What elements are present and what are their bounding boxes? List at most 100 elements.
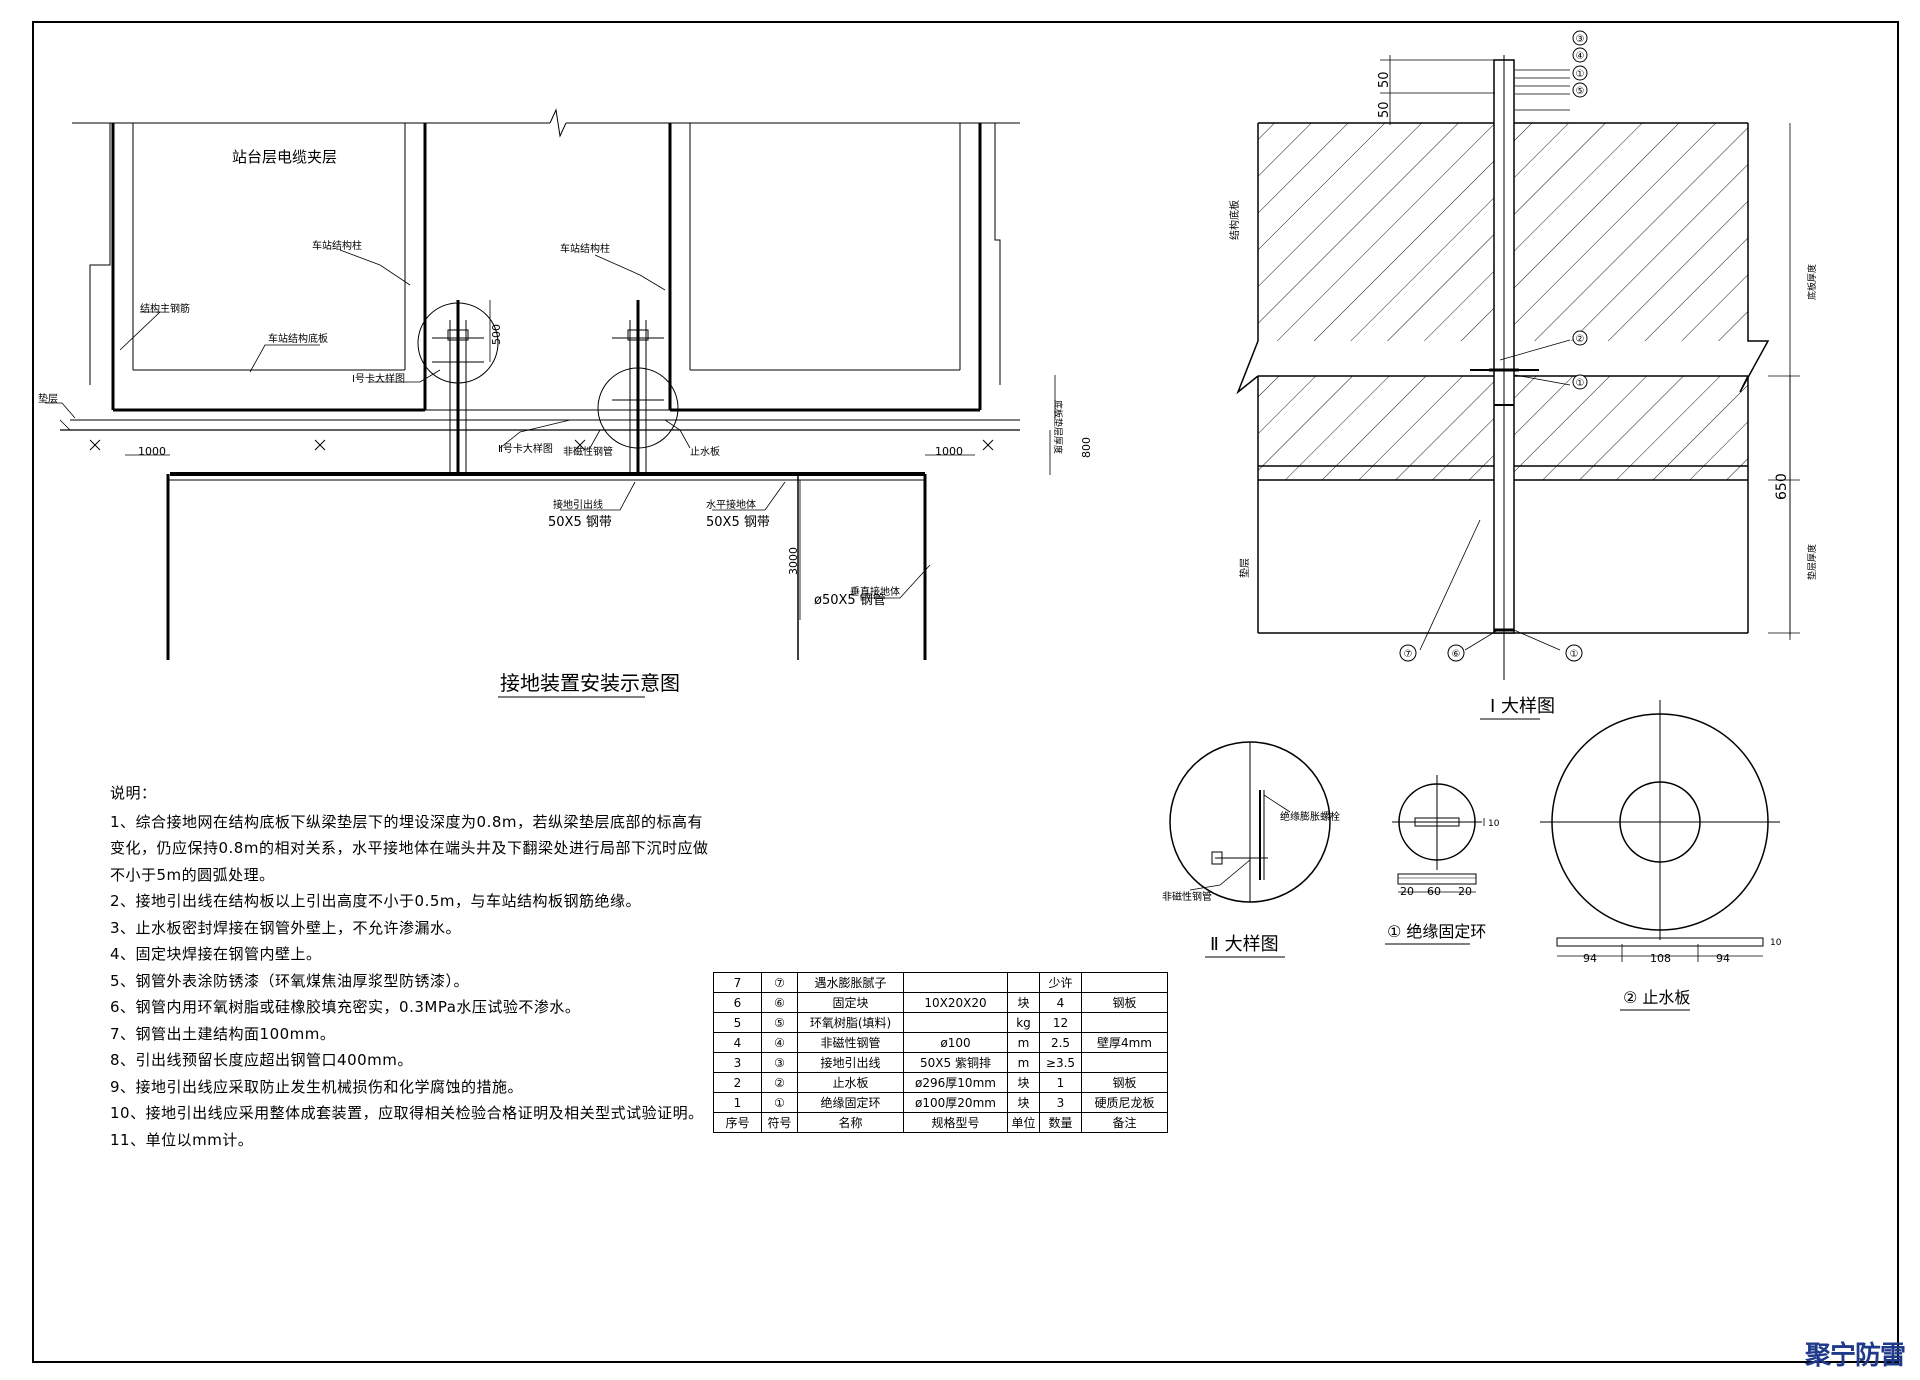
callout-2: ② — [1576, 334, 1585, 345]
note-line: 7、钢管出土建结构面100mm。 — [110, 1024, 336, 1043]
dim-1000-left: 1000 — [138, 445, 166, 458]
table-cell: 钢板 — [1081, 1072, 1168, 1093]
waterstop-dim-94-left: 94 — [1583, 952, 1597, 965]
table-cell: ø100厚20mm — [903, 1092, 1008, 1113]
table-cell: 接地引出线 — [797, 1052, 904, 1073]
table-cell: 1 — [1039, 1072, 1082, 1093]
table-cell: ① — [761, 1092, 798, 1113]
table-header-row: 序号符号名称规格型号单位数量备注 — [713, 1112, 1168, 1133]
detail-i-dim-50b: 50 — [1377, 101, 1392, 118]
callout-3: ③ — [1576, 34, 1585, 45]
brand-logo: 聚宁防雷 — [1805, 1341, 1906, 1371]
table-cell: 少许 — [1039, 972, 1082, 993]
label-slab: 结构底板 — [1228, 200, 1241, 240]
table-cell — [1007, 972, 1040, 993]
ring-dim-20-left: 20 — [1400, 885, 1414, 898]
table-cell — [903, 1012, 1008, 1033]
callout-1-bottom: ① — [1570, 649, 1579, 660]
main-diagram — [45, 108, 1056, 660]
note-line: 不小于5m的圆弧处理。 — [110, 865, 275, 884]
label-horizontal: 水平接地体 — [706, 498, 756, 511]
drawing-border — [32, 21, 1899, 1363]
note-line: 8、引出线预留长度应超出钢管口400mm。 — [110, 1051, 413, 1069]
table-header-cell: 规格型号 — [903, 1112, 1008, 1133]
callout-1-mid: ① — [1576, 378, 1585, 389]
table-cell: 止水板 — [797, 1072, 904, 1093]
table-cell: ø100 — [903, 1032, 1008, 1053]
label-sealed-pipe: 非磁性钢管 — [563, 445, 613, 458]
table-cell: ③ — [761, 1052, 798, 1073]
waterstop-plate-drawing — [1540, 700, 1780, 962]
label-base-slab: 车站结构底板 — [268, 332, 328, 345]
label-waterstop: 止水板 — [690, 445, 720, 458]
table-cell: ⑥ — [761, 992, 798, 1013]
label-vertical: 垂直接地体 — [850, 585, 900, 598]
note-line: 3、止水板密封焊接在钢管外壁上，不允许渗漏水。 — [110, 918, 462, 937]
note-line: 6、钢管内用环氧树脂或硅橡胶填充密实，0.3MPa水压试验不渗水。 — [110, 998, 581, 1016]
label-horizontal-spec: 50X5 钢带 — [706, 515, 770, 530]
label-cushion-thick: 底板垫层厚度 — [1052, 400, 1064, 454]
dim-800: 800 — [1080, 437, 1093, 458]
label-main-rebar: 结构主钢筋 — [140, 302, 190, 315]
label-vertical-spec: ø50X5 钢管 — [814, 593, 886, 608]
waterstop-dim-108: 108 — [1650, 952, 1671, 965]
table-cell: ⑤ — [761, 1012, 798, 1033]
table-cell: 3 — [1039, 1092, 1082, 1113]
table-cell: 硬质尼龙板 — [1081, 1092, 1168, 1113]
label-lead-wire: 接地引出线 — [553, 498, 603, 511]
table-cell: 遇水膨胀腻子 — [797, 972, 904, 993]
waterstop-title: ② 止水板 — [1623, 988, 1690, 1007]
table-cell: 2 — [713, 1072, 762, 1093]
table-cell: m — [1007, 1052, 1040, 1073]
note-line: 10、接地引出线应采用整体成套装置，应取得相关检验合格证明及相关型式试验证明。 — [110, 1104, 704, 1122]
detail-ii-pipe-label: 非磁性钢管 — [1162, 890, 1212, 903]
callout-4: ④ — [1576, 51, 1585, 62]
table-cell: 10X20X20 — [903, 992, 1008, 1013]
table-cell: 钢板 — [1081, 992, 1168, 1013]
table-cell: ④ — [761, 1032, 798, 1053]
ring-dim-60: 60 — [1427, 885, 1441, 898]
table-header-cell: 数量 — [1039, 1112, 1082, 1133]
note-line: 9、接地引出线应采取防止发生机械损伤和化学腐蚀的措施。 — [110, 1077, 524, 1096]
label-station-column-right: 车站结构柱 — [560, 242, 610, 255]
detail-ii-bolt-label: 绝缘膨胀螺栓 — [1280, 810, 1340, 823]
label-cushion-detail: 垫层 — [1238, 558, 1251, 578]
ring-title: ① 绝缘固定环 — [1387, 922, 1486, 941]
notes-title: 说明： — [110, 784, 157, 802]
table-cell: 4 — [1039, 992, 1082, 1013]
table-cell: 固定块 — [797, 992, 904, 1013]
dim-500: 500 — [490, 324, 503, 345]
table-cell: m — [1007, 1032, 1040, 1053]
detail-i-drawing: ③ ④ ① ⑤ ② ① ⑦ ⑥ ① 50 50 650 结构底板 垫层 底板厚度… — [1228, 30, 1818, 720]
ring-side-dim: 10 — [1488, 819, 1500, 829]
table-cell: 壁厚4mm — [1081, 1032, 1168, 1053]
table-cell: 2.5 — [1039, 1032, 1082, 1053]
notes-block: 说明： 1、综合接地网在结构底板下纵梁垫层下的埋设深度为0.8m，若纵梁垫层底部… — [110, 780, 708, 1153]
waterstop-side-dim: 10 — [1770, 938, 1782, 948]
table-cell: 50X5 紫铜排 — [903, 1052, 1008, 1073]
main-diagram-title: 接地装置安装示意图 — [500, 671, 680, 695]
label-station-column-left: 车站结构柱 — [312, 239, 362, 252]
dim-3000: 3000 — [787, 547, 800, 575]
table-cell: 块 — [1007, 992, 1040, 1013]
table-cell: 块 — [1007, 1072, 1040, 1093]
label-slab-thick: 底板厚度 — [1806, 264, 1818, 300]
note-line: 4、固定块焊接在钢管内壁上。 — [110, 945, 322, 963]
note-line: 11、单位以mm计。 — [110, 1130, 254, 1149]
table-cell: ≥3.5 — [1039, 1052, 1082, 1073]
callout-5: ⑤ — [1576, 86, 1585, 97]
label-lead-wire-spec: 50X5 钢带 — [548, 515, 612, 530]
table-cell: 6 — [713, 992, 762, 1013]
table-cell — [1081, 1012, 1168, 1033]
table-header-cell: 名称 — [797, 1112, 904, 1133]
table-cell: 12 — [1039, 1012, 1082, 1033]
detail-ii-drawing — [1169, 741, 1331, 903]
table-cell: 块 — [1007, 1092, 1040, 1113]
note-line: 1、综合接地网在结构底板下纵梁垫层下的埋设深度为0.8m，若纵梁垫层底部的标高有 — [110, 812, 704, 831]
table-cell: ② — [761, 1072, 798, 1093]
